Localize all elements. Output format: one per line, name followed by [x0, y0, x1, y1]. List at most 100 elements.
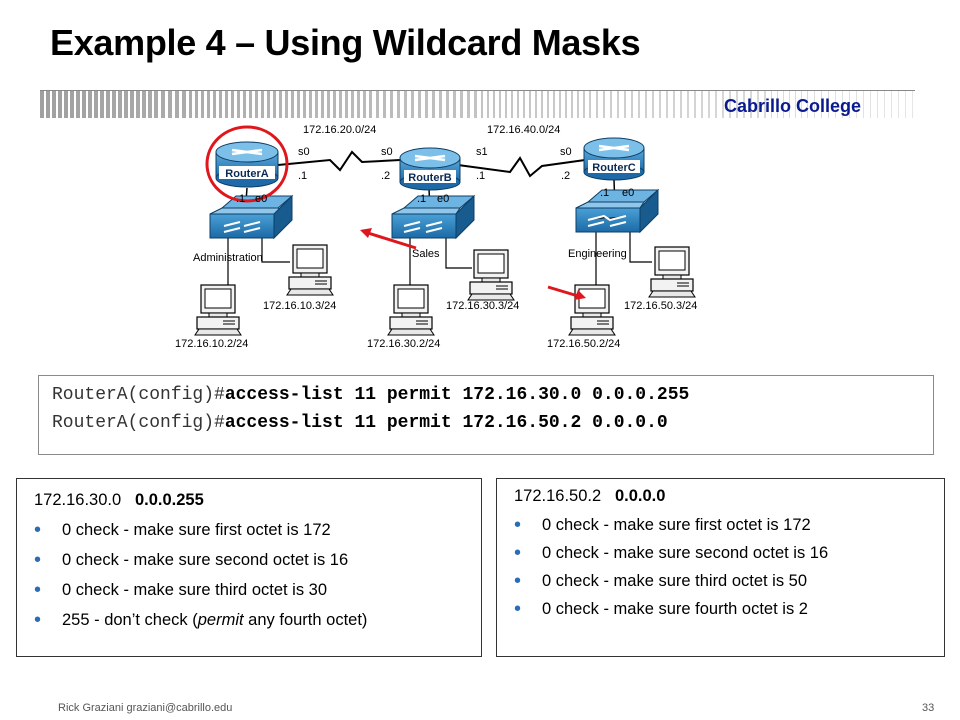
stripe	[529, 91, 531, 118]
stripe	[645, 91, 647, 118]
left-box-address: 172.16.30.0	[34, 491, 122, 509]
stripe	[577, 91, 579, 118]
cli-line: RouterA(config)#access-list 11 permit 17…	[52, 381, 933, 409]
cli-prompt: RouterA(config)#	[52, 413, 225, 433]
stripe	[243, 91, 246, 118]
stripe	[517, 91, 519, 118]
stripe	[481, 91, 483, 118]
switch-sales	[391, 194, 476, 240]
slide-title: Example 4 – Using Wildcard Masks	[50, 22, 641, 63]
lan-ip-label: .1	[417, 193, 426, 205]
stripe	[535, 91, 537, 118]
router-c-label: RouterC	[592, 162, 635, 174]
stripe	[231, 91, 234, 118]
stripe	[106, 91, 110, 118]
stripe	[493, 91, 495, 118]
footer-author: Rick Graziani graziani@cabrillo.edu	[58, 702, 233, 714]
pc-icon	[568, 284, 616, 336]
stripe	[743, 91, 745, 118]
interface-label: s0	[298, 146, 310, 158]
stripe	[369, 91, 372, 118]
stripe	[82, 91, 86, 118]
red-arrow-to-engineering-pc	[547, 285, 586, 300]
stripe	[474, 91, 477, 118]
stripe	[397, 91, 400, 118]
stripe	[750, 91, 752, 118]
serial-link-a-b	[277, 150, 401, 172]
stripe	[715, 91, 717, 118]
stripe	[884, 91, 885, 118]
stripe	[351, 91, 354, 118]
stripe	[168, 91, 172, 118]
switch-engineering	[575, 188, 660, 234]
stripe	[112, 91, 116, 118]
stripe	[891, 91, 892, 118]
stripe	[76, 91, 80, 118]
stripe	[249, 91, 252, 118]
router-a-highlight-circle	[205, 125, 289, 203]
stripe	[285, 91, 288, 118]
stripe	[118, 91, 122, 118]
stripe	[195, 91, 198, 118]
bullet-icon: •	[514, 542, 522, 564]
host-ip-label: 172.16.50.3/24	[624, 300, 697, 312]
ip-label: .2	[381, 170, 390, 182]
stripe	[870, 91, 871, 118]
stripe	[523, 91, 525, 118]
host-ip-label: 172.16.30.2/24	[367, 338, 440, 350]
stripe	[425, 91, 428, 118]
stripe	[905, 91, 906, 118]
bullet-icon: •	[514, 570, 522, 592]
stripe	[64, 91, 68, 118]
bullet-icon: •	[34, 549, 42, 571]
cli-prompt: RouterA(config)#	[52, 385, 225, 405]
bullet-icon: •	[34, 609, 42, 631]
lan-interface-label: e0	[622, 187, 634, 199]
stripe	[201, 91, 204, 118]
stripe	[333, 91, 336, 118]
stripe	[189, 91, 192, 118]
stripe	[383, 91, 386, 118]
stripe	[912, 91, 913, 118]
stripe	[357, 91, 360, 118]
stripe	[814, 91, 815, 118]
stripe	[309, 91, 312, 118]
stripe	[279, 91, 282, 118]
left-box-heading: 172.16.30.0 0.0.0.255	[34, 491, 204, 510]
cli-command: access-list 11 permit 172.16.30.0 0.0.0.…	[224, 385, 690, 405]
stripe	[315, 91, 318, 118]
stripe	[182, 91, 186, 118]
stripe	[571, 91, 573, 118]
stripe	[757, 91, 759, 118]
stripe	[219, 91, 222, 118]
lan-label: Engineering	[568, 248, 627, 260]
ip-label: .2	[561, 170, 570, 182]
stripe	[701, 91, 703, 118]
stripe	[631, 91, 633, 118]
router-c-icon	[583, 137, 645, 181]
stripe	[617, 91, 619, 118]
stripe	[565, 91, 567, 118]
stripe	[40, 91, 44, 118]
stripe	[467, 91, 470, 118]
stripe	[849, 91, 850, 118]
stripe	[771, 91, 772, 118]
stripe	[345, 91, 348, 118]
stripe	[225, 91, 228, 118]
interface-label: s0	[381, 146, 393, 158]
bullet-icon: •	[34, 519, 42, 541]
stripe	[297, 91, 300, 118]
host-ip-label: 172.16.10.2/24	[175, 338, 248, 350]
router-a-label: RouterA	[225, 168, 268, 180]
right-explanation-box: 172.16.50.2 0.0.0.0 •0 check - make sure…	[496, 478, 945, 657]
cli-line: RouterA(config)#access-list 11 permit 17…	[52, 409, 933, 437]
stripe	[363, 91, 366, 118]
stripe	[694, 91, 696, 118]
stripe	[722, 91, 724, 118]
interface-label: s0	[560, 146, 572, 158]
ip-label: .1	[298, 170, 307, 182]
router-a-icon	[215, 141, 279, 188]
stripe	[680, 91, 682, 118]
stripe	[453, 91, 456, 118]
stripe	[673, 91, 675, 118]
